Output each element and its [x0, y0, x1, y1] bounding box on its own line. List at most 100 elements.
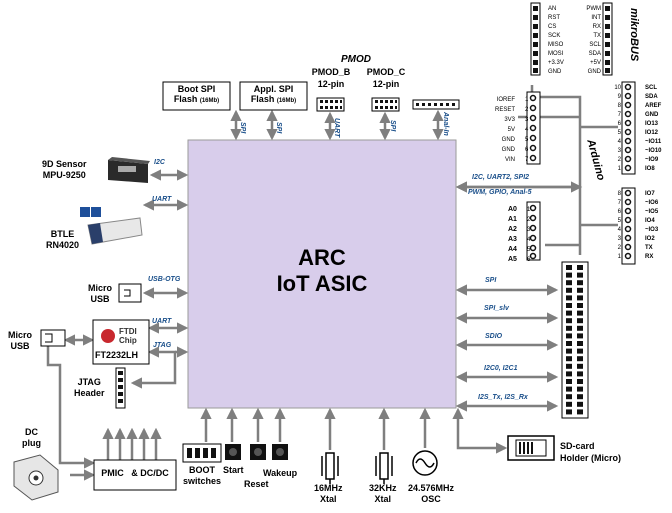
extension-header-pin [577, 341, 583, 346]
analog-pin-number: 4 [527, 235, 530, 245]
btle-line2: RN4020 [46, 240, 79, 251]
oscillator-24mhz [413, 451, 437, 475]
analog-pin-label: A2 [508, 225, 517, 235]
start-label: Start [223, 465, 244, 475]
xtal32-line2: Xtal [369, 494, 397, 505]
extension-header-pin [577, 364, 583, 369]
bus-analog-in: Anal-In [442, 112, 449, 136]
arduino-bot-pins: IO7~IO6~IO5IO4~IO3IO2TXRX [645, 190, 658, 262]
appl-spi-flash-word: Flash [251, 94, 275, 104]
digital-pin-label: GND [645, 111, 662, 120]
bus-sdio: SDIO [485, 333, 502, 340]
extension-header-pin [566, 364, 572, 369]
mikrobus-pin-label: CS [548, 23, 564, 32]
arduino-bot-nums: 87654321 [613, 190, 621, 262]
analog-pins: A0A1A2A3A4A5 [508, 205, 517, 265]
digital-pin-number: 1 [613, 253, 621, 262]
osc-line1: 24.576MHz [408, 483, 454, 494]
digital-pin-number: 2 [613, 156, 621, 165]
mikrobus-pin-label: SCL [583, 41, 601, 50]
micro-usb-label: Micro USB [88, 283, 112, 305]
sd-card-line2: Holder (Micro) [560, 452, 621, 464]
digital-pin-label: ~IO11 [645, 138, 662, 147]
extension-header-pin [577, 394, 583, 399]
sensor-label: 9D Sensor MPU-9250 [42, 159, 87, 181]
xtal16-line1: 16MHz [314, 483, 343, 494]
digital-pin-number: 8 [613, 190, 621, 199]
mikrobus-pin-label: RST [548, 14, 564, 23]
extension-header-pin [566, 394, 572, 399]
sd-card-holder [508, 436, 554, 460]
wakeup-label: Wakeup [263, 468, 297, 478]
digital-pin-number: 1 [613, 165, 621, 174]
bus-spi-slv: SPI_slv [484, 305, 509, 312]
pmod-title: PMOD [341, 54, 371, 65]
extension-header-pin [577, 356, 583, 361]
mikrobus-pin-label: SCK [548, 32, 564, 41]
extension-header-pin [566, 311, 572, 316]
micro-usb2-line2: USB [8, 341, 32, 352]
arrow-usb-pwr [48, 345, 93, 463]
boot-switches-label: BOOT switches [177, 465, 227, 487]
digital-pin-label: IO4 [645, 217, 658, 226]
jtag-header-label: JTAG Header [74, 377, 105, 399]
boot-switches-line1: BOOT [177, 465, 227, 476]
arduino-digital-header-bottom [622, 188, 635, 264]
extension-header-pin [566, 402, 572, 407]
pmod-c-line1: PMOD_C [366, 66, 406, 78]
digital-pin-label: AREF [645, 102, 662, 111]
extension-header-pin [577, 265, 583, 270]
micro-usb2-line1: Micro [8, 330, 32, 341]
pmod-b-line2: 12-pin [311, 78, 351, 90]
digital-pin-label: RX [645, 253, 658, 262]
boot-spi-flash-word: Flash [174, 94, 198, 104]
analog-header-top [413, 100, 459, 109]
boot-spi-line2: Flash (16Mb) [163, 94, 230, 104]
extension-header-pin [566, 387, 572, 392]
extension-header-pin [566, 356, 572, 361]
bus-uart-ftdi: UART [152, 318, 171, 325]
mikrobus-pin-label: INT [583, 14, 601, 23]
xtal16-line2: Xtal [314, 494, 343, 505]
micro-usb2-label: Micro USB [8, 330, 32, 352]
power-pin-label: VIN [495, 155, 515, 165]
mikrobus-pin-label: RX [583, 23, 601, 32]
arduino-top-nums: 10987654321 [613, 84, 621, 174]
mikrobus-pin-label: +5V [583, 59, 601, 68]
digital-pin-label: TX [645, 244, 658, 253]
extension-header-pin [577, 311, 583, 316]
mikrobus-pin-label: TX [583, 32, 601, 41]
analog-pin-number: 5 [527, 245, 530, 255]
extension-header-pin [566, 341, 572, 346]
micro-usb-otg-connector [119, 284, 141, 302]
arduino-power-header [527, 92, 540, 164]
bus-spi-pmod: SPI [389, 120, 396, 131]
digital-pin-label: IO13 [645, 120, 662, 129]
power-pin-number: 3 [525, 115, 528, 125]
extension-header-pin [566, 265, 572, 270]
jtag-header-line2: Header [74, 388, 105, 399]
digital-pin-label: IO2 [645, 235, 658, 244]
osc-label: 24.576MHz OSC [408, 483, 454, 505]
power-pin-label: 5V [495, 125, 515, 135]
mikrobus-pin-label: GND [548, 68, 564, 77]
power-pin-number: 1 [525, 95, 528, 105]
dc-plug-line1: DC [22, 427, 41, 438]
pmod-b-label: PMOD_B 12-pin [311, 66, 351, 90]
xtal-32khz [376, 453, 392, 484]
extension-header-pin [566, 295, 572, 300]
pmod-c-line2: 12-pin [366, 78, 406, 90]
power-pin-number: 5 [525, 135, 528, 145]
extension-header-pin [566, 379, 572, 384]
btle-label: BTLE RN4020 [46, 229, 79, 251]
asic-title: ARC IoT ASIC [188, 245, 456, 297]
bus-jtag-ftdi: JTAG [153, 342, 171, 349]
asic-title-line1: ARC [188, 245, 456, 271]
extension-header-pin [577, 303, 583, 308]
digital-pin-label: IO12 [645, 129, 662, 138]
mikrobus-pins-left: ANRSTCSSCKMISOMOSI+3.3VGND [548, 5, 564, 77]
extension-header-pin [566, 280, 572, 285]
power-header-pins: IOREFRESET3V35VGNDGNDVIN [495, 95, 515, 165]
extension-header-pin [566, 303, 572, 308]
xtal32-line1: 32KHz [369, 483, 397, 494]
